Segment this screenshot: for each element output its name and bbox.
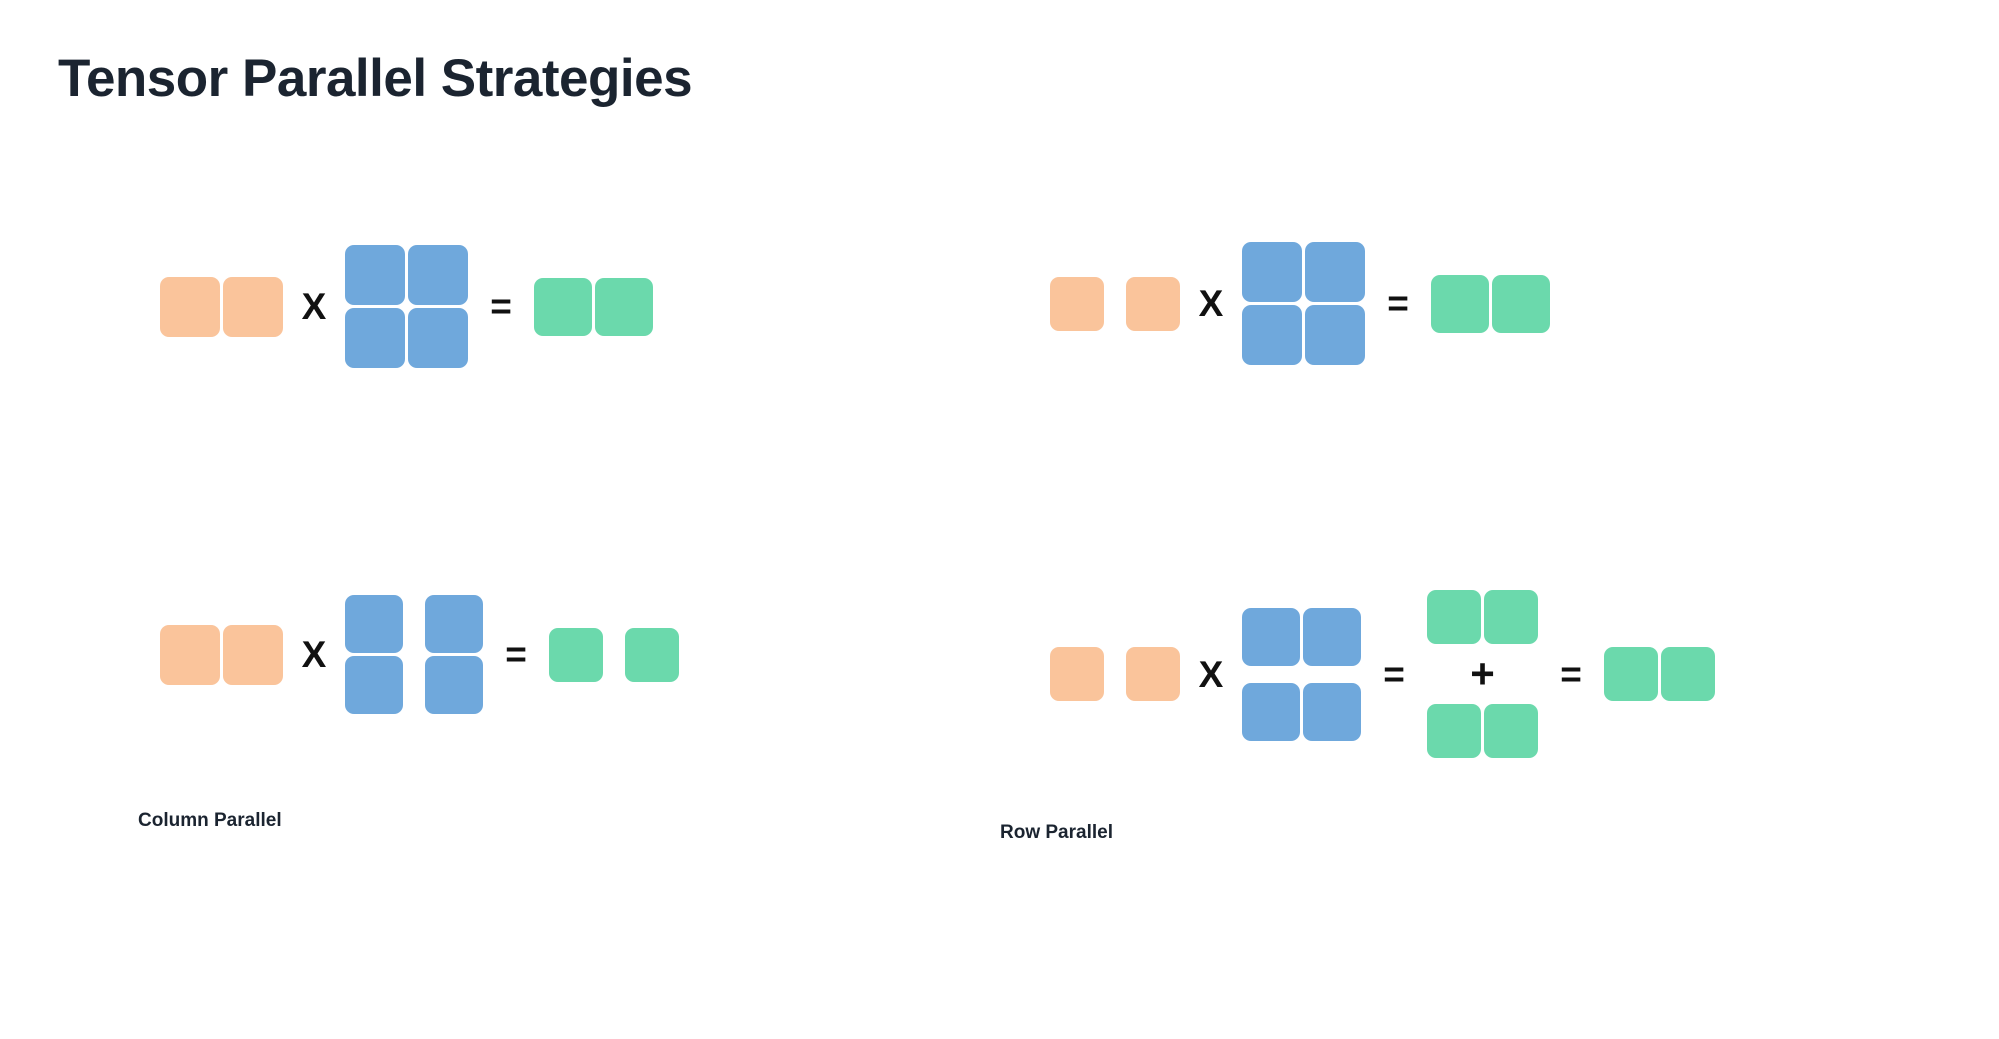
partial-sum-addend	[1427, 704, 1538, 758]
matrix-cell-green	[1604, 647, 1658, 701]
matrix-output-column-sharded	[549, 627, 679, 682]
matrix-row	[534, 277, 653, 336]
panel-label-column-parallel: Column Parallel	[138, 810, 282, 831]
matrix-cell-green	[625, 627, 679, 682]
matrix-cell-orange	[1050, 276, 1104, 331]
equation-column-parallel-sharded: X =	[160, 595, 679, 714]
matrix-cell-orange	[1126, 276, 1180, 331]
matrix-cell-blue	[1242, 305, 1302, 365]
matrix-cell-blue	[345, 656, 403, 714]
matrix-cell-blue	[345, 245, 405, 305]
matrix-input-column-sharded	[1050, 647, 1180, 701]
matrix-row	[1431, 274, 1550, 333]
matrix-row	[1242, 242, 1365, 302]
matrix-weight-row-sharded	[1242, 607, 1361, 741]
matrix-cell-blue	[425, 656, 483, 714]
matrix-cell-blue	[1303, 607, 1361, 666]
matrix-cell-green	[1661, 647, 1715, 701]
equation-column-parallel-dense: X =	[160, 245, 653, 368]
matrix-cell-green	[1431, 274, 1489, 333]
operator-equals-icon: =	[1560, 653, 1582, 695]
matrix-row	[345, 308, 468, 368]
partial-sum-addend	[1427, 590, 1538, 644]
matrix-cell-orange	[160, 624, 220, 685]
equation-row-parallel-sharded: X = + =	[1050, 590, 1715, 758]
matrix-cell-blue	[345, 595, 403, 653]
page-title: Tensor Parallel Strategies	[58, 49, 693, 108]
matrix-cell-green	[595, 277, 653, 336]
matrix-cell-blue	[425, 595, 483, 653]
matrix-cell-orange	[1126, 647, 1180, 701]
matrix-row	[160, 624, 283, 685]
matrix-output-activation-reduced	[1604, 647, 1715, 701]
matrix-input-activation	[160, 276, 283, 337]
matrix-cell-green	[1492, 274, 1550, 333]
matrix-cell-blue	[408, 245, 468, 305]
matrix-cell-blue	[1242, 242, 1302, 302]
matrix-cell-green	[1427, 704, 1481, 758]
matrix-row	[1242, 305, 1365, 365]
matrix-cell-blue	[1242, 607, 1300, 666]
operator-multiply-icon: X	[301, 286, 327, 327]
operator-equals-icon: =	[1387, 283, 1409, 324]
matrix-cell-orange	[223, 624, 283, 685]
matrix-cell-blue	[345, 308, 405, 368]
matrix-output-activation	[534, 277, 653, 336]
matrix-cell-blue	[1305, 305, 1365, 365]
matrix-input-column-sharded	[1050, 276, 1180, 331]
matrix-cell-green	[1427, 590, 1481, 644]
operator-plus-icon: +	[1470, 650, 1495, 697]
weight-shard-row	[1242, 682, 1361, 741]
matrix-cell-blue	[1242, 682, 1300, 741]
matrix-output-activation	[1431, 274, 1550, 333]
matrix-weight-dense	[1242, 242, 1365, 365]
matrix-input-activation	[160, 624, 283, 685]
matrix-cell-orange	[1050, 647, 1104, 701]
matrix-cell-green	[534, 277, 592, 336]
matrix-cell-blue	[1305, 242, 1365, 302]
matrix-row	[1604, 647, 1715, 701]
partial-sum-group: +	[1427, 590, 1538, 758]
panel-label-row-parallel: Row Parallel	[1000, 822, 1113, 843]
operator-equals-icon: =	[505, 634, 527, 675]
operator-multiply-icon: X	[1198, 653, 1224, 695]
weight-shard-column	[345, 595, 403, 714]
matrix-row	[345, 245, 468, 305]
operator-equals-icon: =	[490, 286, 512, 327]
matrix-cell-green	[1484, 704, 1538, 758]
matrix-cell-green	[549, 627, 603, 682]
panel-column-parallel: X = X	[110, 170, 940, 890]
operator-equals-icon: =	[1383, 653, 1405, 695]
matrix-cell-blue	[408, 308, 468, 368]
operator-multiply-icon: X	[1198, 283, 1224, 324]
matrix-cell-orange	[223, 276, 283, 337]
matrix-weight-dense	[345, 245, 468, 368]
matrix-cell-green	[1484, 590, 1538, 644]
operator-multiply-icon: X	[301, 634, 327, 675]
matrix-cell-orange	[160, 276, 220, 337]
equation-row-parallel-dense: X =	[1050, 242, 1550, 365]
matrix-weight-column-sharded	[345, 595, 483, 714]
matrix-cell-blue	[1303, 682, 1361, 741]
weight-shard-row	[1242, 607, 1361, 666]
matrix-row	[160, 276, 283, 337]
panel-row-parallel: X = X	[1000, 170, 1980, 890]
weight-shard-column	[425, 595, 483, 714]
